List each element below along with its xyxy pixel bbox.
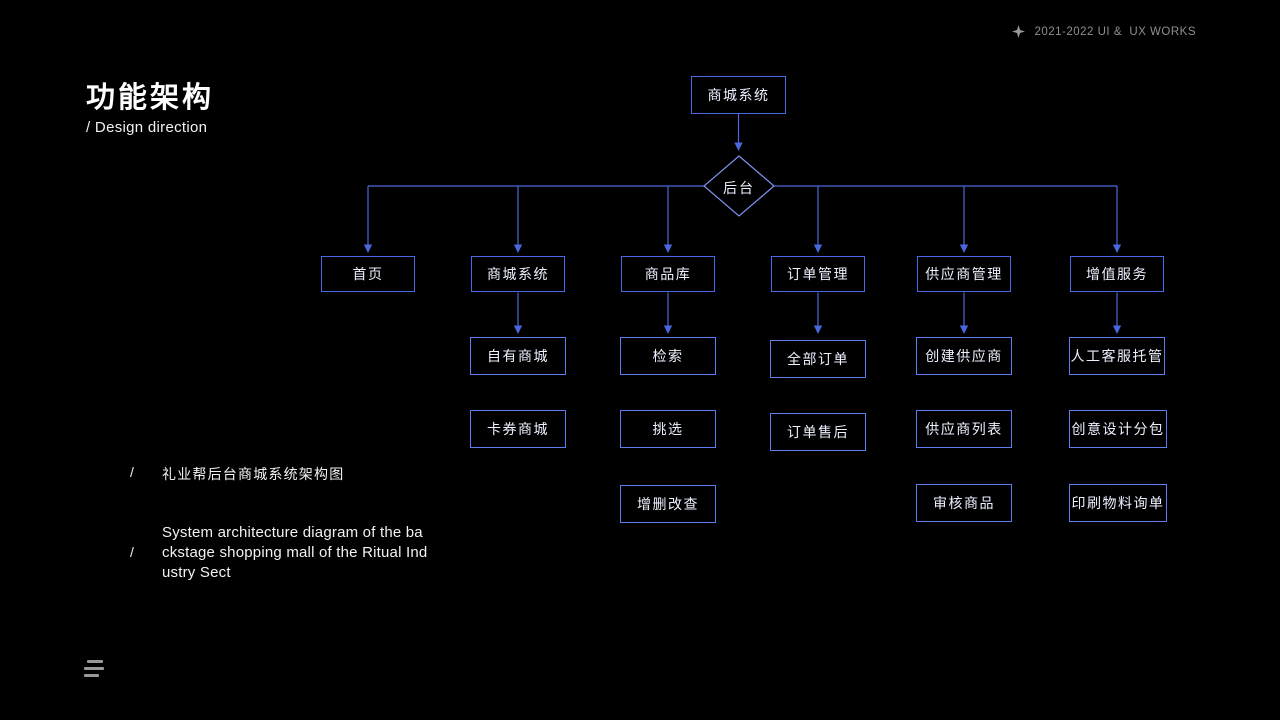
caption-en-slash: / (130, 544, 134, 560)
node-col1: 首页 (321, 256, 415, 292)
node-col5-child2: 供应商列表 (916, 410, 1012, 448)
page-subtitle: / Design direction (86, 119, 208, 136)
caption-en: System architecture diagram of the ba ck… (162, 524, 428, 581)
menu-bar-middle (84, 667, 104, 670)
node-col4-child2: 订单售后 (770, 413, 866, 451)
node-col6-child1: 人工客服托管 (1069, 337, 1165, 375)
hub-label: 后台 (723, 180, 755, 196)
page-title: 功能架构 (86, 82, 215, 114)
node-col6: 增值服务 (1070, 256, 1164, 292)
node-col3-child1: 检索 (620, 337, 716, 375)
node-col2: 商城系统 (471, 256, 565, 292)
node-col5-child3: 审核商品 (916, 484, 1012, 522)
menu-bar-bottom (84, 674, 99, 677)
sparkle-icon (1012, 25, 1026, 38)
caption-zh: 礼业帮后台商城系统架构图 (162, 466, 345, 482)
node-col6-child3: 印刷物料询单 (1069, 484, 1167, 522)
node-col3-child2: 挑选 (620, 410, 716, 448)
menu-bar-top (87, 660, 103, 663)
hub-diamond (703, 155, 775, 217)
watermark-text: 2021-2022 UI & UX WORKS (1034, 25, 1196, 38)
node-col6-child2: 创意设计分包 (1069, 410, 1167, 448)
node-col3-child3: 增删改查 (620, 485, 716, 523)
node-col3: 商品库 (621, 256, 715, 292)
caption-zh-slash: / (130, 464, 134, 480)
node-root: 商城系统 (691, 76, 786, 114)
node-col4-child1: 全部订单 (770, 340, 866, 378)
watermark: 2021-2022 UI & UX WORKS (1012, 25, 1196, 38)
node-col5-child1: 创建供应商 (916, 337, 1012, 375)
node-col4: 订单管理 (771, 256, 865, 292)
menu-icon[interactable] (84, 660, 104, 677)
node-col5: 供应商管理 (917, 256, 1011, 292)
node-col2-child2: 卡券商城 (470, 410, 566, 448)
node-col2-child1: 自有商城 (470, 337, 566, 375)
